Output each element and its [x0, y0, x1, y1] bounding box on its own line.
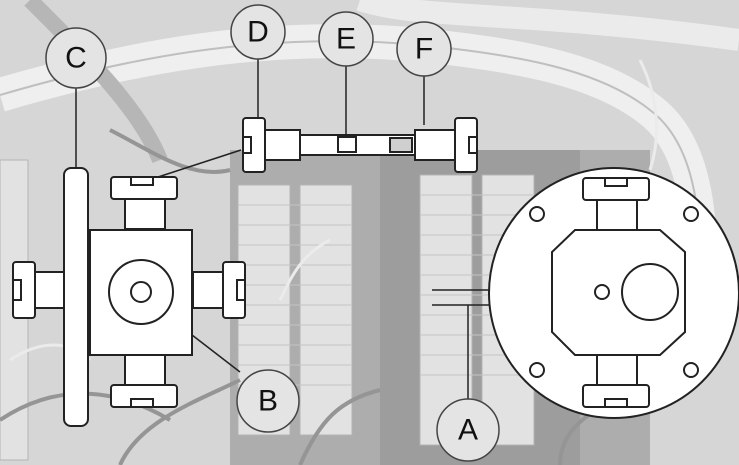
callout-f-label: F	[415, 33, 433, 66]
valve-body-side-view	[12, 176, 246, 408]
callout-b: B	[236, 369, 300, 433]
callout-a-label: A	[458, 414, 478, 447]
callout-c-label: C	[65, 42, 87, 75]
callout-b-label: B	[258, 385, 278, 418]
callout-d: D	[230, 4, 286, 60]
callout-f: F	[396, 21, 452, 77]
callout-d-label: D	[247, 16, 269, 49]
mounting-plate	[63, 167, 89, 427]
callout-e-label: E	[336, 23, 356, 56]
valve-front-view	[488, 167, 739, 419]
callout-e: E	[318, 11, 374, 67]
callout-c: C	[45, 27, 107, 89]
callout-a: A	[436, 398, 500, 462]
rod-assembly	[242, 117, 478, 173]
